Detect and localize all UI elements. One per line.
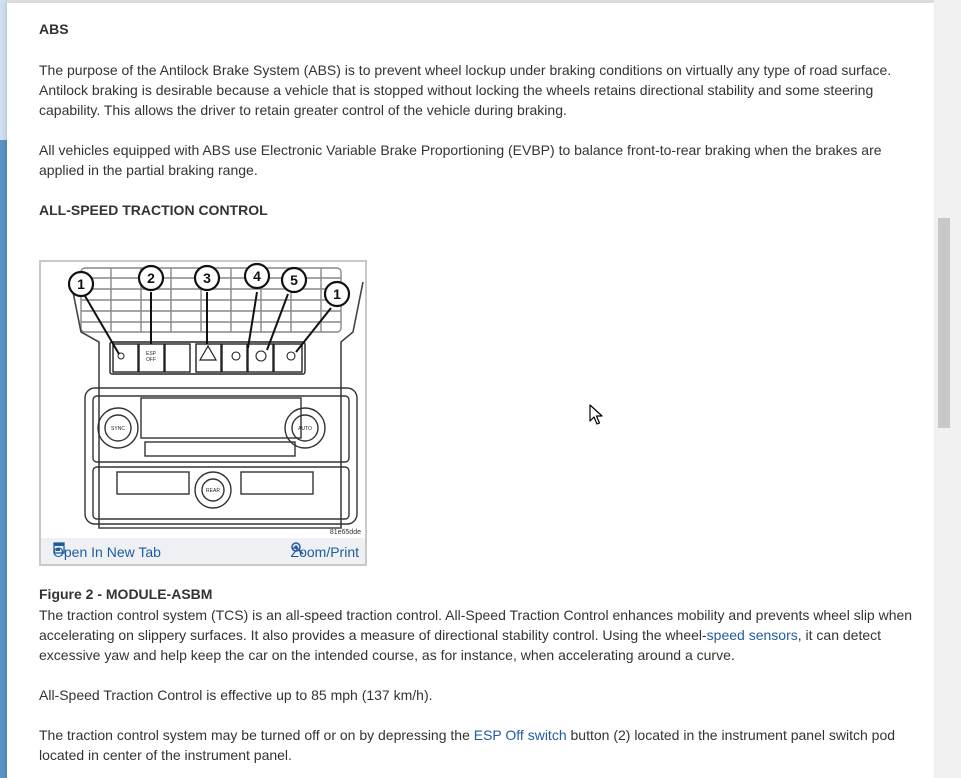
esp-label-top: ESP: [146, 351, 157, 357]
window-edge: [0, 0, 7, 778]
rear-label: REAR: [206, 488, 220, 494]
tcs-paragraph-2: All-Speed Traction Control is effective …: [39, 687, 433, 703]
abs-paragraph-2: All vehicles equipped with ABS use Elect…: [39, 142, 882, 178]
zoom-print-link[interactable]: Zoom/Print: [291, 542, 359, 562]
tcs-paragraph-1: The traction control system (TCS) is an …: [39, 605, 919, 665]
esp-off-switch-link[interactable]: ESP Off switch: [473, 727, 567, 743]
tcs-p3-text-after: button (2) located in the instrument pan…: [39, 727, 896, 763]
open-tab-icon: [53, 542, 65, 554]
speed-sensors-link[interactable]: speed sensors: [706, 627, 798, 643]
callout-1-left: 1: [77, 276, 85, 292]
callout-4: 4: [253, 268, 261, 284]
open-in-new-tab-link[interactable]: Open In New Tab: [53, 542, 161, 562]
callout-3: 3: [203, 270, 211, 286]
callout-1-right: 1: [333, 286, 341, 302]
zoom-print-label: Zoom/Print: [290, 544, 359, 560]
section-heading-traction: ALL-SPEED TRACTION CONTROL: [39, 202, 268, 218]
module-asbm-diagram: ESP OFF SYNC: [67, 262, 364, 536]
scrollbar-thumb[interactable]: [938, 218, 950, 428]
vertical-scrollbar[interactable]: [934, 0, 961, 778]
section-heading-abs: ABS: [39, 21, 69, 37]
esp-label-bottom: OFF: [146, 357, 156, 363]
abs-paragraph-1: The purpose of the Antilock Brake System…: [39, 62, 892, 118]
figure-toolbar: Open In New Tab Zoom/Print: [41, 538, 365, 564]
image-code: 81e65dde: [330, 529, 361, 536]
content-panel: ABS The purpose of the Antilock Brake Sy…: [7, 0, 934, 778]
figure-caption: Figure 2 - MODULE-ASBM: [39, 586, 213, 602]
open-in-new-tab-label: Open In New Tab: [53, 544, 161, 560]
tcs-p1-text-after: , it can detect excessive yaw and help k…: [39, 627, 882, 663]
auto-label: AUTO: [298, 426, 312, 432]
tcs-p1-text-before: The traction control system (TCS) is an …: [39, 607, 913, 643]
mouse-cursor-icon: [589, 404, 603, 425]
tcs-p3-text-before: The traction control system may be turne…: [39, 727, 474, 743]
zoom-icon: [290, 542, 304, 555]
callout-5: 5: [290, 272, 298, 288]
tcs-paragraph-3: The traction control system may be turne…: [39, 725, 919, 765]
sync-label: SYNC: [111, 426, 125, 432]
callout-2: 2: [147, 270, 155, 286]
top-divider: [7, 0, 934, 3]
figure-module-asbm[interactable]: ESP OFF SYNC: [39, 260, 367, 566]
